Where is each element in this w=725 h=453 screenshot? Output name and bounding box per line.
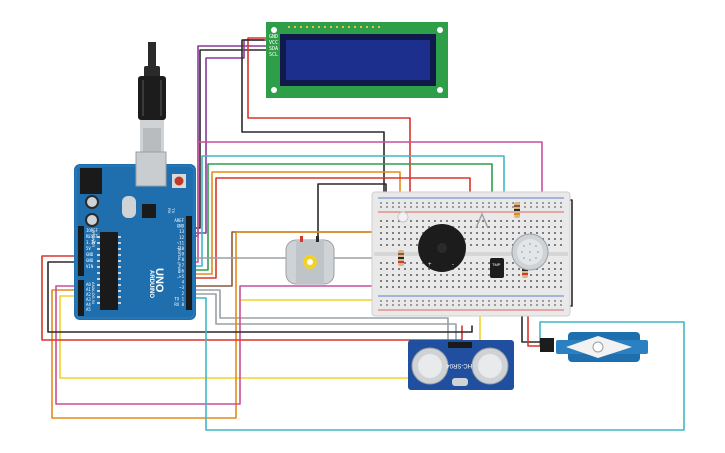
power-label: POWER (91, 232, 96, 247)
analog-pin-label: A4 (86, 302, 91, 307)
piezo-buzzer[interactable]: + - (418, 224, 466, 272)
wire-pink-bottom[interactable] (55, 285, 381, 405)
digital-pin-label: ~9 (179, 252, 184, 257)
power-pin-label: 5V (86, 246, 91, 251)
buzzer-minus-label: - (452, 262, 454, 268)
digital-pin-label: RX 0 (174, 302, 184, 307)
digital-pin-label: 13 (179, 229, 184, 234)
ultrasonic-sensor[interactable]: HC-SR04 (408, 340, 514, 390)
wire-red-left[interactable] (41, 255, 463, 341)
led[interactable] (397, 211, 409, 223)
temperature-sensor[interactable]: TMP (490, 258, 504, 278)
temp-sensor-label: TMP (492, 262, 501, 267)
dc-motor[interactable] (285, 236, 335, 285)
wire-black-motor[interactable] (317, 183, 387, 263)
resistor-1[interactable] (398, 250, 404, 266)
usb-port (135, 151, 167, 187)
wire-lcd-gnd-black[interactable] (241, 39, 385, 197)
digital-pin-label: 12 (179, 235, 184, 240)
digital-pin-label: ~6 (179, 268, 184, 273)
arduino-uno-board[interactable]: ARDUINO UNO DIGITAL (PWM ~) TX RX POWER … (74, 151, 196, 320)
servo-motor[interactable] (540, 332, 648, 362)
digital-pin-label: GND (177, 224, 185, 229)
digital-pin-label: AREF (174, 218, 184, 223)
analog-pin-label: A1 (86, 287, 91, 292)
arduino-model-label: UNO (153, 268, 165, 293)
analog-pin-label: A5 (86, 307, 91, 312)
tx-label: TX (171, 208, 176, 213)
wire-green[interactable] (195, 163, 493, 271)
digital-pin-label: 2 (182, 291, 185, 296)
wire-teal-top[interactable] (195, 155, 505, 267)
power-pin-label: IOREF (86, 228, 99, 233)
power-jack (80, 168, 102, 194)
wire-grey-2[interactable] (195, 289, 449, 351)
analog-header[interactable] (78, 280, 84, 316)
wire-orange-top[interactable] (195, 171, 401, 275)
analog-pin-label: A2 (86, 292, 91, 297)
breadboard[interactable] (371, 191, 571, 317)
analog-label: ANALOG IN (91, 282, 96, 304)
wire-lcd-power-red[interactable] (247, 37, 411, 197)
digital-pin-label: ~5 (179, 274, 184, 279)
buzzer-plus-label: + (428, 262, 432, 268)
usb-cable[interactable] (138, 42, 166, 160)
digital-pin-label: 4 (182, 280, 185, 285)
lcd-pin-vcc: VCC (269, 40, 278, 46)
pushbutton[interactable] (475, 212, 489, 229)
crystal (122, 196, 136, 218)
lcd-screen (286, 40, 430, 80)
atmega-chip (100, 232, 118, 310)
lcd-pin-gnd: GND (269, 34, 278, 40)
digital-pin-label: TX 1 (174, 296, 184, 301)
reset-button-cap[interactable] (174, 176, 184, 186)
wire-teal-servo[interactable] (195, 297, 685, 431)
power-pin-label: 3.3V (86, 240, 96, 245)
rx-label: RX (167, 208, 172, 214)
power-pin-label: GND (86, 252, 94, 257)
digital-pin-label: 7 (182, 263, 185, 268)
lcd-pin-scl: SCL (269, 52, 278, 58)
digital-pin-label: 8 (182, 257, 185, 262)
ultrasonic-label: HC-SR04 (446, 362, 472, 368)
digital-pin-label: ~3 (179, 285, 184, 290)
usb-chip (142, 204, 156, 218)
power-header[interactable] (78, 226, 84, 276)
power-pin-label: GND (86, 258, 94, 263)
analog-pin-label: A3 (86, 297, 91, 302)
digital-pin-label: ~10 (177, 246, 185, 251)
lcd-pin-sda: SDA (269, 46, 278, 52)
digital-header-top[interactable] (186, 216, 192, 272)
digital-pin-label: ~11 (177, 240, 185, 245)
wire-black-left[interactable] (47, 261, 473, 333)
wire-orange-bottom[interactable] (51, 231, 405, 419)
power-pin-label: VIN (86, 264, 94, 269)
power-pin-label: RESET (86, 234, 99, 239)
lcd-display[interactable]: GND VCC SDA SCL (266, 22, 448, 98)
digital-header-label: DIGITAL (PWM ~) (177, 246, 182, 279)
wire-red-mid[interactable] (195, 177, 471, 279)
gas-sensor[interactable] (511, 233, 549, 271)
arduino-brand-label: ARDUINO (148, 270, 154, 298)
resistor-2[interactable] (514, 202, 520, 218)
digital-header-bottom[interactable] (186, 260, 192, 310)
analog-pin-label: A0 (86, 282, 91, 287)
